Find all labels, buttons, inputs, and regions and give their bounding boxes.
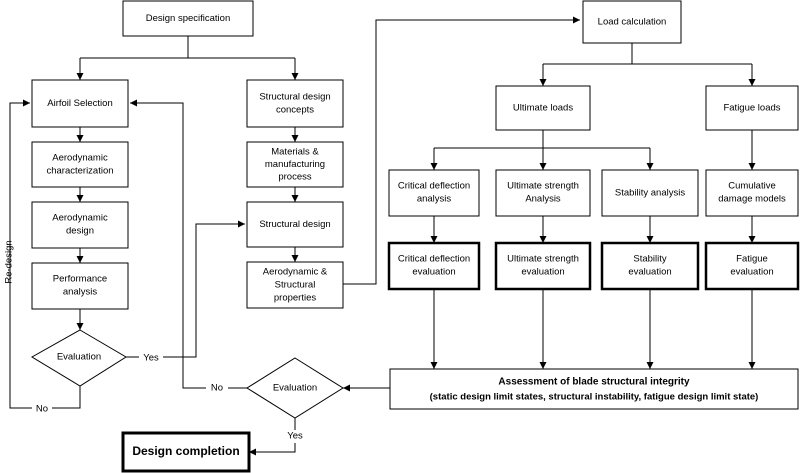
svg-text:evaluation: evaluation: [521, 267, 564, 278]
svg-text:Performance: Performance: [53, 274, 107, 285]
yes-label-left: Yes: [143, 353, 159, 364]
svg-text:evaluation: evaluation: [628, 267, 671, 278]
svg-text:Structural design: Structural design: [259, 219, 330, 230]
svg-text:Critical deflection: Critical deflection: [398, 254, 470, 265]
node-ultimate-strength-analysis: Ultimate strength Analysis: [495, 169, 591, 217]
svg-text:Design specification: Design specification: [146, 13, 231, 24]
svg-text:analysis: analysis: [63, 287, 98, 298]
svg-text:Materials &: Materials &: [271, 147, 319, 158]
svg-text:Aerodynamic: Aerodynamic: [52, 153, 108, 164]
yes-label-bottom: Yes: [287, 431, 303, 442]
node-ultimate-loads: Ultimate loads: [495, 85, 591, 131]
node-fatigue-loads: Fatigue loads: [705, 85, 799, 131]
svg-text:manufacturing: manufacturing: [265, 159, 325, 170]
decision-evaluation-bottom: Evaluation: [246, 357, 344, 419]
node-structural-design-concepts: Structural design concepts: [246, 79, 344, 128]
svg-text:Load calculation: Load calculation: [598, 17, 667, 28]
svg-text:Design completion: Design completion: [132, 444, 239, 458]
decision-evaluation-left: Evaluation: [31, 329, 127, 387]
node-critical-deflection-evaluation: Critical deflection evaluation: [387, 241, 481, 291]
node-load-calculation: Load calculation: [582, 0, 682, 44]
node-structural-design: Structural design: [246, 201, 344, 248]
svg-text:Fatigue loads: Fatigue loads: [723, 103, 780, 114]
svg-text:design: design: [66, 226, 94, 237]
connectors: [9, 16, 756, 456]
svg-text:concepts: concepts: [276, 105, 314, 116]
svg-text:Airfoil Selection: Airfoil Selection: [47, 98, 112, 109]
svg-text:analysis: analysis: [417, 194, 452, 205]
svg-text:damage models: damage models: [718, 194, 786, 205]
node-stability-evaluation: Stability evaluation: [600, 241, 700, 291]
svg-text:Evaluation: Evaluation: [273, 383, 317, 394]
node-stability-analysis: Stability analysis: [601, 169, 699, 217]
svg-text:Stability: Stability: [633, 254, 667, 265]
svg-text:Aerodynamic: Aerodynamic: [52, 213, 108, 224]
svg-text:process: process: [278, 172, 312, 183]
node-fatigue-evaluation: Fatigue evaluation: [704, 241, 800, 291]
no-label-bottom: No: [211, 383, 223, 394]
svg-text:Aerodynamic &: Aerodynamic &: [263, 267, 328, 278]
node-assessment-structural-integrity: Assessment of blade structural integrity…: [389, 368, 799, 410]
svg-text:Ultimate strength: Ultimate strength: [507, 254, 579, 265]
node-cumulative-damage-models: Cumulative damage models: [705, 169, 799, 217]
node-aerodynamic-structural-properties: Aerodynamic & Structural properties: [246, 261, 344, 309]
svg-text:evaluation: evaluation: [412, 267, 455, 278]
svg-text:Fatigue: Fatigue: [736, 254, 768, 265]
edge-labels: Re-design Yes No No Yes: [4, 240, 308, 443]
node-design-completion: Design completion: [121, 431, 251, 473]
svg-text:Ultimate strength: Ultimate strength: [507, 181, 579, 192]
svg-text:Stability analysis: Stability analysis: [615, 188, 685, 199]
svg-text:Analysis: Analysis: [525, 194, 561, 205]
svg-text:Evaluation: Evaluation: [57, 352, 101, 363]
svg-text:properties: properties: [274, 293, 316, 304]
node-aerodynamic-characterization: Aerodynamic characterization: [31, 141, 129, 188]
node-critical-deflection-analysis: Critical deflection analysis: [388, 169, 480, 217]
node-airfoil-selection: Airfoil Selection: [31, 79, 129, 128]
svg-text:Structural: Structural: [275, 280, 316, 291]
svg-text:Ultimate loads: Ultimate loads: [513, 103, 573, 114]
redesign-label: Re-design: [4, 240, 15, 283]
svg-text:Assessment of blade structural: Assessment of blade structural integrity: [498, 377, 690, 388]
node-design-specification: Design specification: [122, 0, 254, 37]
svg-text:Cumulative: Cumulative: [728, 181, 776, 192]
svg-text:characterization: characterization: [46, 166, 113, 177]
no-label-left: No: [36, 404, 48, 415]
svg-text:(static design limit states, s: (static design limit states, structural …: [430, 392, 759, 403]
svg-text:evaluation: evaluation: [730, 267, 773, 278]
node-ultimate-strength-evaluation: Ultimate strength evaluation: [494, 241, 592, 291]
svg-text:Structural design: Structural design: [259, 92, 330, 103]
node-performance-analysis: Performance analysis: [31, 262, 129, 310]
svg-text:Critical deflection: Critical deflection: [398, 181, 470, 192]
node-materials-manufacturing: Materials & manufacturing process: [246, 141, 344, 188]
node-aerodynamic-design: Aerodynamic design: [31, 201, 129, 249]
